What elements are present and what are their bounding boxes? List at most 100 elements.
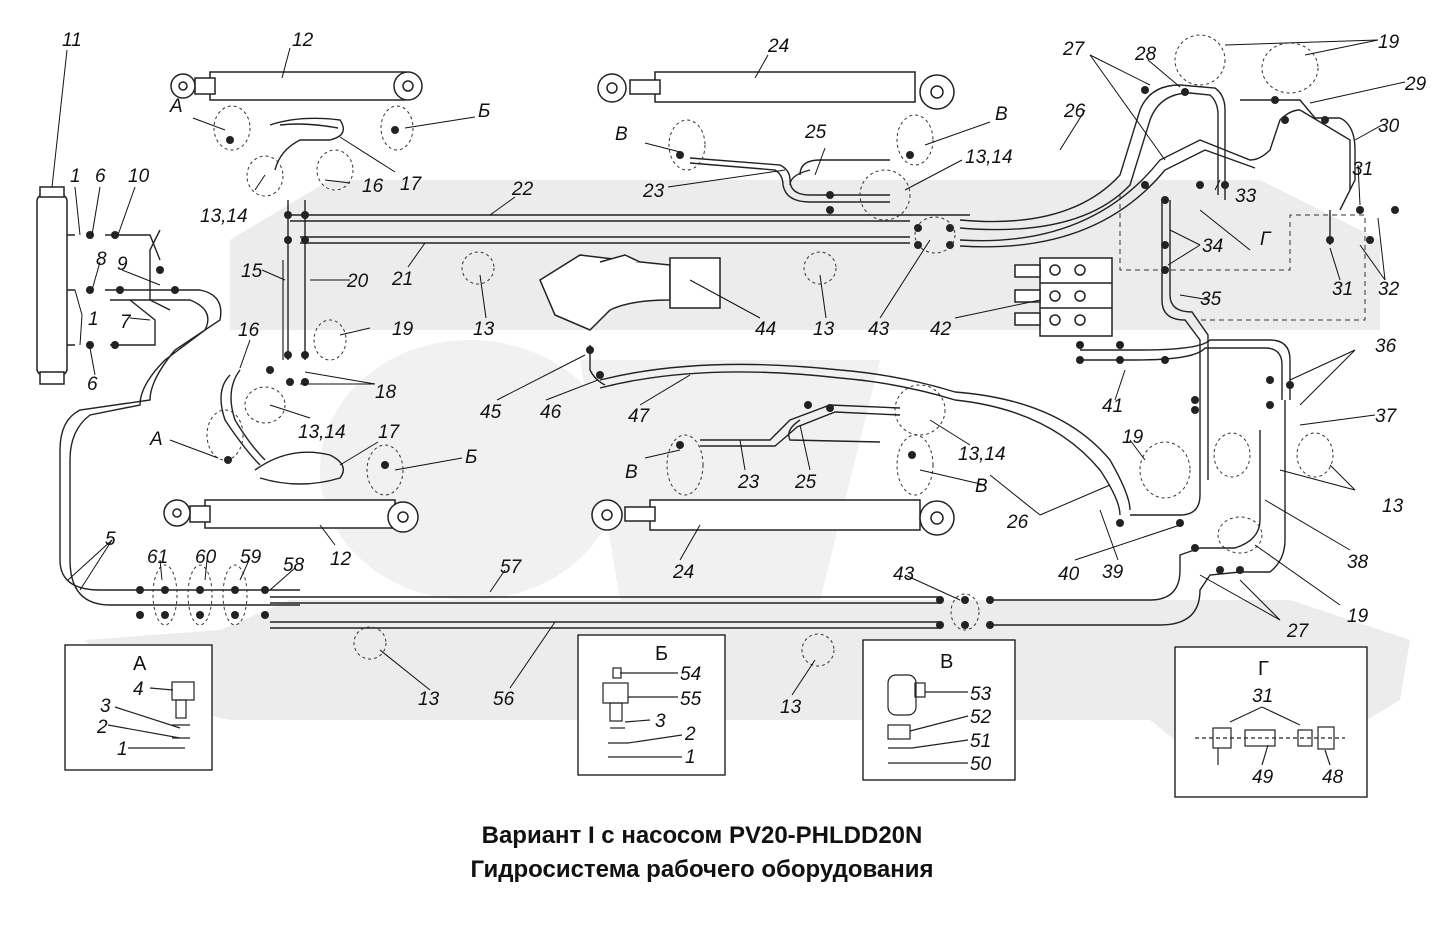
inset-g-title: Г bbox=[1258, 658, 1269, 680]
callout-13-14: 13,14 bbox=[200, 206, 248, 227]
callout-46: 46 bbox=[540, 402, 562, 423]
callout-59: 59 bbox=[240, 547, 262, 568]
callout-19: 19 bbox=[1347, 606, 1369, 627]
inset-a-callout-4: 4 bbox=[133, 679, 144, 700]
callout-13-14: 13,14 bbox=[958, 444, 1006, 465]
callout-13-14: 13,14 bbox=[298, 422, 346, 443]
callout-34: 34 bbox=[1202, 236, 1223, 257]
inset-b-callout-1: 1 bbox=[685, 747, 696, 768]
cylinder-24-top bbox=[597, 71, 955, 110]
callout-36: 36 bbox=[1375, 336, 1397, 357]
callout-13: 13 bbox=[473, 319, 495, 340]
callout-7: 7 bbox=[120, 312, 132, 333]
callout-25: 25 bbox=[804, 122, 827, 143]
inset-v-callout-51: 51 bbox=[970, 731, 991, 752]
callout-26: 26 bbox=[1063, 101, 1086, 122]
valve-block-42 bbox=[1014, 257, 1113, 337]
callout-23: 23 bbox=[642, 181, 665, 202]
callout-16: 16 bbox=[362, 176, 384, 197]
callout-12: 12 bbox=[330, 549, 352, 570]
callout-13: 13 bbox=[813, 319, 835, 340]
callout-22: 22 bbox=[511, 179, 534, 200]
inset-v-title: В bbox=[940, 651, 953, 673]
callout-29: 29 bbox=[1404, 74, 1427, 95]
callout-20: 20 bbox=[346, 271, 369, 292]
callout-26: 26 bbox=[1006, 512, 1029, 533]
inset-v-callout-52: 52 bbox=[970, 707, 992, 728]
callout-label-g: Г bbox=[1260, 229, 1272, 250]
callout-label-v: В bbox=[625, 462, 638, 483]
callout-28: 28 bbox=[1134, 44, 1157, 65]
fittings bbox=[86, 86, 1399, 629]
callout-38: 38 bbox=[1347, 552, 1369, 573]
callout-21: 21 bbox=[391, 269, 413, 290]
callout-39: 39 bbox=[1102, 562, 1124, 583]
inset-v-callout-53: 53 bbox=[970, 684, 992, 705]
section-g-boundary bbox=[1119, 195, 1366, 321]
tank-44 bbox=[539, 254, 721, 331]
callout-13: 13 bbox=[418, 689, 440, 710]
inset-g-callout-49: 49 bbox=[1252, 767, 1274, 788]
callout-43: 43 bbox=[868, 319, 890, 340]
inset-b-callout-54: 54 bbox=[680, 664, 701, 685]
callout-label-v: В bbox=[975, 476, 988, 497]
callout-18: 18 bbox=[375, 382, 397, 403]
callout-16: 16 bbox=[238, 320, 260, 341]
callout-47: 47 bbox=[628, 406, 651, 427]
callout-41: 41 bbox=[1102, 396, 1123, 417]
inset-b-callout-2: 2 bbox=[684, 724, 696, 745]
callout-58: 58 bbox=[283, 555, 305, 576]
callout-19: 19 bbox=[1122, 427, 1144, 448]
callout-30: 30 bbox=[1378, 116, 1400, 137]
inset-v-callout-50: 50 bbox=[970, 754, 992, 775]
callout-10: 10 bbox=[128, 166, 150, 187]
inset-drawings bbox=[107, 667, 1345, 766]
callout-44: 44 bbox=[755, 319, 776, 340]
callout-25: 25 bbox=[794, 472, 817, 493]
callout-1: 1 bbox=[88, 309, 99, 330]
inset-a-title: А bbox=[133, 653, 147, 675]
callout-31: 31 bbox=[1332, 279, 1353, 300]
callout-31: 31 bbox=[1352, 159, 1373, 180]
inset-a bbox=[64, 644, 213, 771]
callout-27: 27 bbox=[1062, 39, 1086, 60]
callout-label-b: Б bbox=[478, 101, 490, 122]
callout-35: 35 bbox=[1200, 289, 1222, 310]
inset-g-callout-31: 31 bbox=[1252, 686, 1273, 707]
callout-24: 24 bbox=[672, 562, 694, 583]
callout-6: 6 bbox=[95, 166, 106, 187]
callout-label-a: А bbox=[169, 96, 183, 117]
inset-a-callout-3: 3 bbox=[100, 696, 111, 717]
callout-40: 40 bbox=[1058, 564, 1080, 585]
callout-27: 27 bbox=[1286, 621, 1310, 642]
inset-a-callout-1: 1 bbox=[117, 739, 128, 760]
cylinder-12-top bbox=[170, 71, 423, 101]
callout-33: 33 bbox=[1235, 186, 1257, 207]
callout-label-v: В bbox=[995, 104, 1008, 125]
callout-15: 15 bbox=[241, 261, 263, 282]
callout-19: 19 bbox=[392, 319, 414, 340]
inset-g-callout-48: 48 bbox=[1322, 767, 1344, 788]
callout-6: 6 bbox=[87, 374, 98, 395]
callout-24: 24 bbox=[767, 36, 789, 57]
callout-42: 42 bbox=[930, 319, 952, 340]
callout-1: 1 bbox=[70, 166, 81, 187]
callout-45: 45 bbox=[480, 402, 502, 423]
filter-11 bbox=[36, 186, 75, 385]
inset-b-callout-55: 55 bbox=[680, 689, 702, 710]
callout-8: 8 bbox=[96, 249, 107, 270]
inset-frames bbox=[64, 634, 1368, 798]
callout-11: 11 bbox=[62, 30, 82, 51]
cylinder-12-bottom bbox=[163, 499, 419, 533]
callout-23: 23 bbox=[737, 472, 760, 493]
callout-label-b: Б bbox=[465, 447, 477, 468]
callout-labels: 11 12 24 27 28 19 29 30 31 31 32 33 34 3… bbox=[62, 30, 1427, 718]
detail-circles bbox=[152, 34, 1334, 667]
caption-line-2: Гидросистема рабочего оборудования bbox=[470, 856, 934, 883]
callout-12: 12 bbox=[292, 30, 314, 51]
hydraulic-lines bbox=[59, 84, 1356, 629]
callout-17: 17 bbox=[400, 174, 423, 195]
inset-labels: А 4 3 2 1 Б 54 55 3 2 1 В 53 52 51 50 Г … bbox=[96, 643, 1344, 788]
inset-a-callout-2: 2 bbox=[96, 717, 108, 738]
